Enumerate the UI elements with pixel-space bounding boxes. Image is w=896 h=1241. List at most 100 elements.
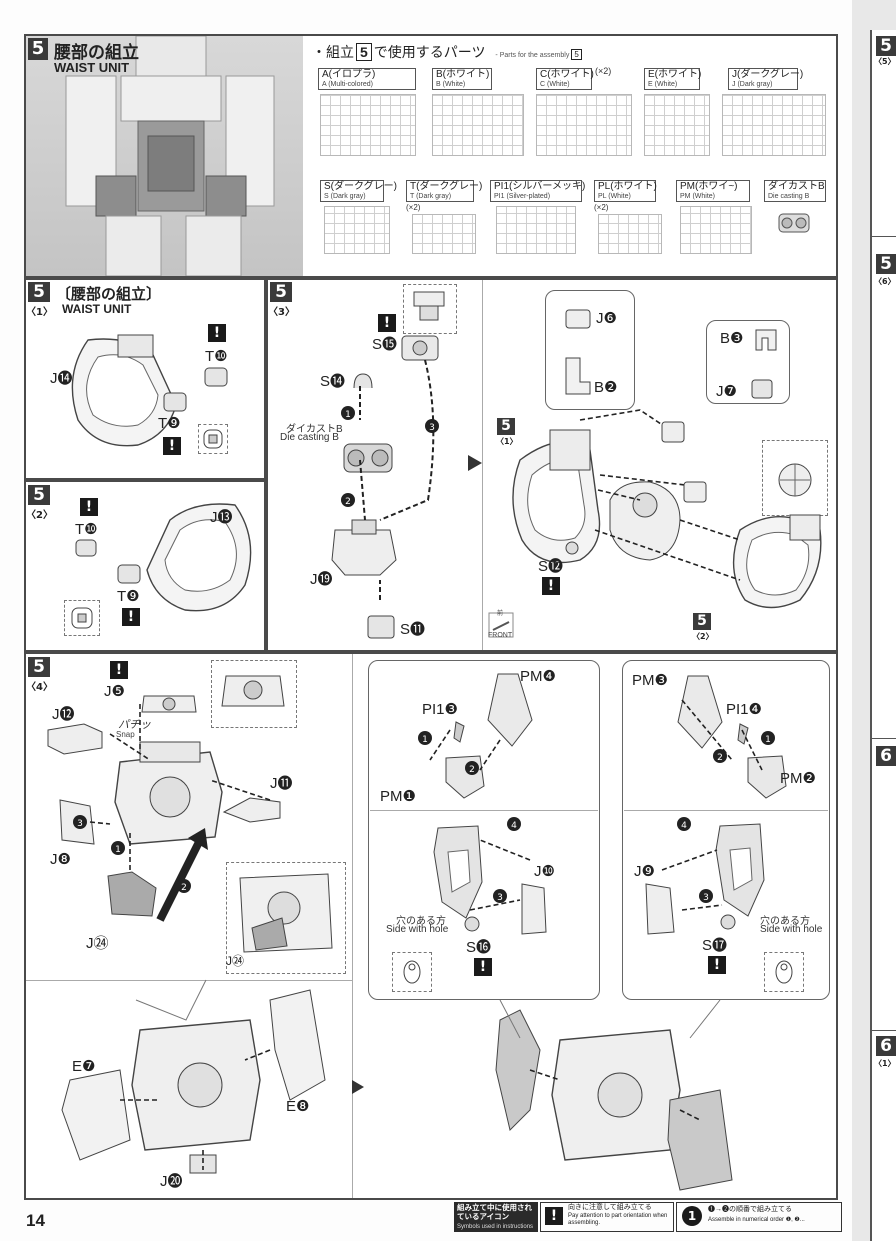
left-panel-hole-en: Side with hole [386, 924, 449, 935]
right-panel-warning-icon: ! [708, 956, 726, 974]
svg-text:4: 4 [511, 821, 517, 831]
sub1-label-j14: J⓮ [50, 370, 73, 387]
sub1-detail-icon [203, 429, 223, 449]
runner-B: B(ホワイト)B (White) [432, 68, 492, 90]
sub3-part-s11 [367, 615, 395, 639]
footer-order-jp: ❶→❷の順番で組み立てる [708, 1206, 792, 1213]
sub4-part-j11 [222, 797, 281, 823]
right-panel-hole-jp: 穴のある方 [760, 916, 810, 927]
sub2-label-j13: J⓭ [210, 509, 233, 526]
right-edge-tab-4-sub: 〈1〉 [874, 1059, 896, 1068]
svg-text:2: 2 [469, 765, 475, 775]
footer-order-en: Assemble in numerical order ❶, ❷... [708, 1217, 805, 1223]
right-edge-tab-2: 5 [876, 254, 896, 274]
sub3b-ref2-badge: 5 [693, 613, 711, 630]
right-panel-part-pi14 [737, 723, 749, 745]
sub3-warning-icon: ! [378, 314, 396, 332]
right-panel-part-pm2 [747, 755, 787, 799]
sub4-right-panel-divider [624, 810, 828, 811]
svg-text:4: 4 [681, 821, 687, 831]
step-title-jp: 腰部の組立 [54, 43, 139, 62]
sub4-label-j24-detail: J㉔ [226, 954, 245, 968]
runner-S: S(ダークグレー)S (Dark gray) [320, 180, 397, 202]
sub4-sub-number: 〈4〉 [26, 682, 53, 693]
sub4-label-j5: J❺ [104, 683, 125, 700]
sub2-label-t10: T❿ [75, 521, 98, 538]
sub4-label-e8: E❽ [286, 1098, 310, 1115]
svg-text:3: 3 [429, 423, 435, 433]
sub4-vertical-divider [352, 654, 353, 1198]
sub1-warning-icon-2: ! [163, 437, 181, 455]
right-edge-tab-4: 6 [876, 1036, 896, 1056]
sub3b-ref1-sub: 〈1〉 [496, 437, 518, 446]
sub2-step-badge: 5 [28, 485, 50, 505]
right-panel-detail-icon [775, 960, 793, 984]
right-edge-tab-1-sub: 〈5〉 [874, 57, 896, 66]
sub3b-part-j6-placed [661, 421, 685, 443]
sub4-final-assembly [495, 1009, 733, 1191]
right-panel-label-pi14: PI1❹ [726, 701, 762, 718]
sub2-part-t10 [75, 539, 97, 557]
diecast-part-icon [778, 213, 810, 233]
left-panel-hole-jp: 穴のある方 [396, 916, 446, 927]
parts-heading-jp: ・組立 [312, 44, 354, 60]
right-panel-label-j9: J❾ [634, 863, 655, 880]
runner-C-sprue [536, 94, 632, 156]
sub3b-detail-part [778, 463, 812, 497]
sub1-title-jp: 〔腰部の組立〕 [56, 286, 162, 303]
sub4-label-e7: E❼ [72, 1058, 96, 1075]
sub3-detail-part [413, 291, 445, 321]
right-edge-frame-1 [872, 236, 896, 237]
runner-S-sprue [324, 206, 390, 254]
runner-PL: PL(ホワイト)PL (White) [594, 180, 657, 202]
sub3-assembly-arrows: 1 2 3 [341, 359, 439, 600]
footer-order-box [676, 1202, 842, 1232]
runner-B-sprue [432, 94, 524, 156]
sub3b-part-b3 [755, 329, 777, 351]
sub1-part-t10 [204, 367, 228, 387]
sub4-callout-lines [135, 979, 207, 1021]
sub4-label-j12: J⓬ [52, 706, 75, 723]
right-panel-arrows: 1 2 4 3 [661, 699, 775, 911]
right-edge-frame-2 [872, 738, 896, 739]
sub3-part-s14 [353, 373, 373, 389]
sub1-frame-part [71, 334, 177, 447]
left-panel-part-pm4 [487, 673, 533, 747]
parts-heading-jp2: で使用するパーツ [373, 44, 486, 60]
right-panel-label-s17: S⓱ [702, 937, 728, 954]
left-panel-label-j10: J❿ [534, 863, 555, 880]
gundam-photo-illustration [65, 36, 275, 276]
right-edge-tab-1: 5 [876, 36, 896, 56]
svg-text:1: 1 [422, 735, 428, 745]
svg-text:2: 2 [345, 497, 351, 507]
sub3-label-diecast-en: Die casting B [280, 432, 339, 443]
footer-legend-box [454, 1202, 538, 1232]
runner-J-sprue [722, 94, 826, 156]
sub2-sub-number: 〈2〉 [26, 510, 53, 521]
left-panel-warning-icon: ! [474, 958, 492, 976]
svg-text:1: 1 [765, 735, 771, 745]
right-panel-part-s17 [720, 914, 736, 930]
footer-warn-box [540, 1202, 674, 1232]
sub2-warning-icon-2: ! [122, 608, 140, 626]
left-panel-label-pm1: PM❶ [380, 788, 416, 805]
front-direction-label: FRONT [488, 632, 513, 639]
sub4-assembly-arrows: 3 1 2 [73, 704, 271, 922]
footer-order-icon: 1 [682, 1206, 702, 1226]
sub3b-ref1-badge: 5 [497, 418, 515, 435]
runner-PM-sprue [680, 206, 752, 254]
sub4-label-j11: J⓫ [270, 775, 293, 792]
sub3b-ref2-sub: 〈2〉 [692, 632, 714, 641]
sub2-warning-icon: ! [80, 498, 98, 516]
parts-step-en-box: 5 [571, 49, 582, 60]
right-panel-part-pm3 [677, 675, 723, 749]
front-direction-icon [488, 612, 514, 638]
left-panel-part-j10 [521, 883, 547, 935]
left-panel-part-s16 [464, 916, 480, 932]
runner-PL-sprue [598, 214, 662, 254]
sub1-label-t10: T❿ [205, 348, 228, 365]
sub2-label-t9: T❾ [117, 588, 140, 605]
footer-legend-en: Symbols used in instructions [457, 1224, 534, 1230]
sub3b-label-j6: J❻ [596, 310, 617, 327]
